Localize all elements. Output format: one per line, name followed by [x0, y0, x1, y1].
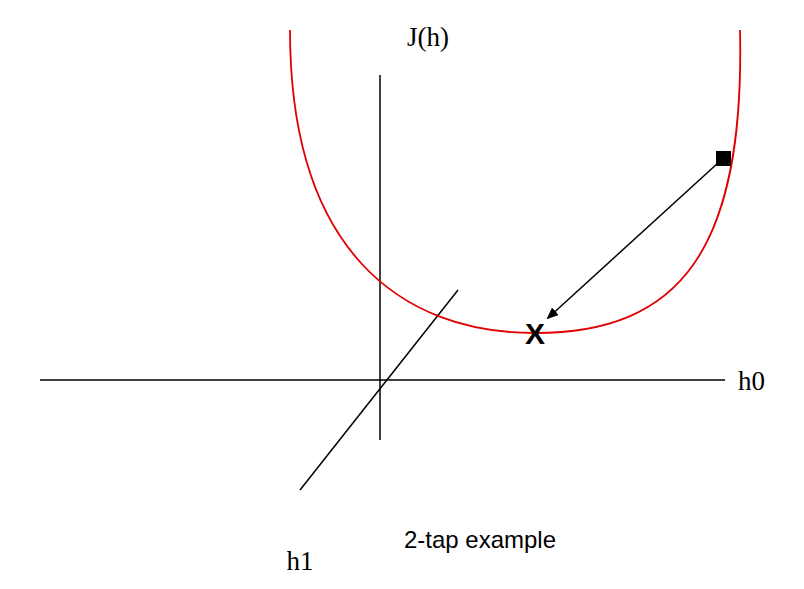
- h0-axis: [40, 379, 725, 381]
- axis-label: h1: [287, 548, 314, 575]
- axis-label: J(h): [407, 24, 449, 51]
- vertical-axis: [379, 75, 381, 440]
- caption: 2-tap example: [404, 528, 556, 552]
- descent-arrow: [548, 163, 718, 318]
- h1-axis: [300, 290, 458, 490]
- axis-label: h0: [738, 368, 765, 395]
- cost-parabola: [290, 30, 740, 333]
- minimum-marker: X: [525, 319, 545, 349]
